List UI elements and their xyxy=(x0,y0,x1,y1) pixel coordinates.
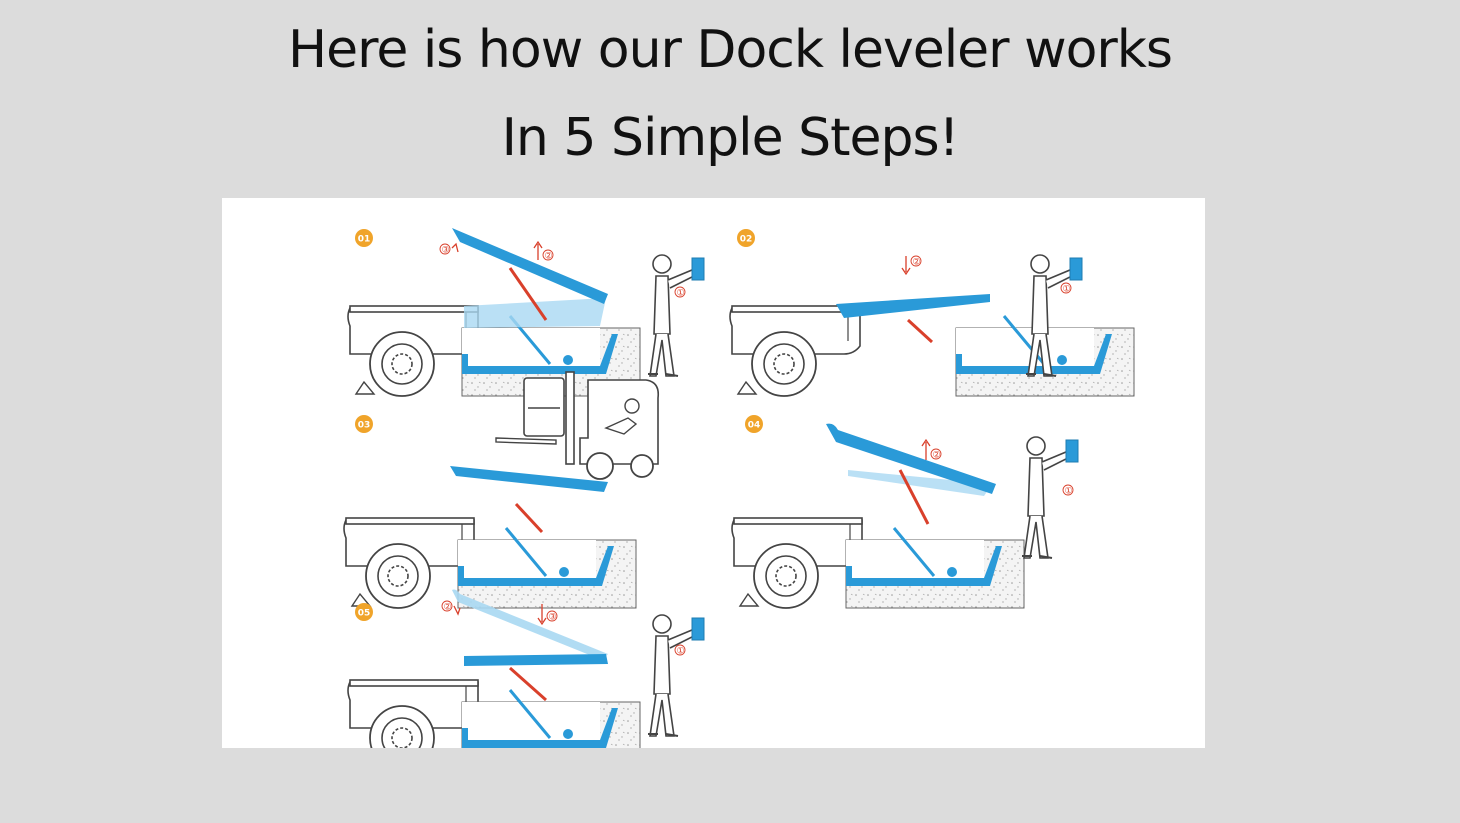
dock-pit xyxy=(844,526,1026,610)
step-01-illustration: 01 ③ ② ① xyxy=(347,228,705,398)
steps-diagram: 01 ③ ② ① 02 xyxy=(343,228,1136,748)
leveler-deck-level xyxy=(450,466,608,492)
step-02-markers: ② ① xyxy=(901,255,1072,295)
svg-text:①: ① xyxy=(677,289,685,299)
page-title-line-2: In 5 Simple Steps! xyxy=(501,108,960,168)
leveler-deck-lowering xyxy=(836,294,990,318)
step-03-badge: 03 xyxy=(355,415,373,433)
svg-text:01: 01 xyxy=(358,235,371,245)
leveler-deck-raised xyxy=(826,423,996,494)
leveler-shadow xyxy=(464,298,606,328)
truck-icon xyxy=(347,679,479,748)
step-04-illustration: 04 ② ① xyxy=(731,415,1079,610)
step-05-markers: ② ③ ① xyxy=(441,600,686,657)
svg-text:05: 05 xyxy=(358,609,371,619)
step-04-badge: 04 xyxy=(745,415,763,433)
svg-text:②: ② xyxy=(444,603,452,613)
dock-pit xyxy=(456,526,638,610)
svg-text:②: ② xyxy=(545,252,553,262)
step-03-illustration: 03 xyxy=(343,371,660,610)
svg-text:02: 02 xyxy=(740,235,753,245)
step-02-illustration: 02 ② ① xyxy=(729,229,1136,398)
truck-icon xyxy=(347,305,479,397)
operator-icon xyxy=(647,254,705,377)
steps-diagram-panel: 01 ③ ② ① 02 xyxy=(222,198,1205,748)
svg-text:①: ① xyxy=(1063,285,1071,295)
step-04-markers: ② ① xyxy=(921,438,1074,497)
step-05-illustration: 05 ② ③ ① xyxy=(347,589,705,748)
leveler-deck-raised xyxy=(452,228,608,304)
svg-text:②: ② xyxy=(933,451,941,461)
svg-text:03: 03 xyxy=(358,421,371,431)
svg-text:04: 04 xyxy=(748,421,761,431)
svg-text:③: ③ xyxy=(442,246,450,256)
svg-text:②: ② xyxy=(913,258,921,268)
step-01-markers: ③ ② ① xyxy=(439,240,686,299)
truck-icon xyxy=(729,305,861,397)
step-02-badge: 02 xyxy=(737,229,755,247)
step-05-badge: 05 xyxy=(355,603,373,621)
svg-text:③: ③ xyxy=(549,613,557,623)
leveler-deck-ghost xyxy=(452,589,608,660)
operator-icon xyxy=(1021,436,1079,559)
step-01-badge: 01 xyxy=(355,229,373,247)
leveler-shadow xyxy=(848,470,992,496)
svg-text:①: ① xyxy=(677,647,685,657)
leveler-deck-lowered xyxy=(464,654,608,666)
operator-icon xyxy=(647,614,705,737)
truck-icon xyxy=(731,517,863,609)
dock-pit xyxy=(460,688,642,748)
page-title-line-1: Here is how our Dock leveler works xyxy=(288,20,1173,80)
svg-text:①: ① xyxy=(1065,487,1073,497)
